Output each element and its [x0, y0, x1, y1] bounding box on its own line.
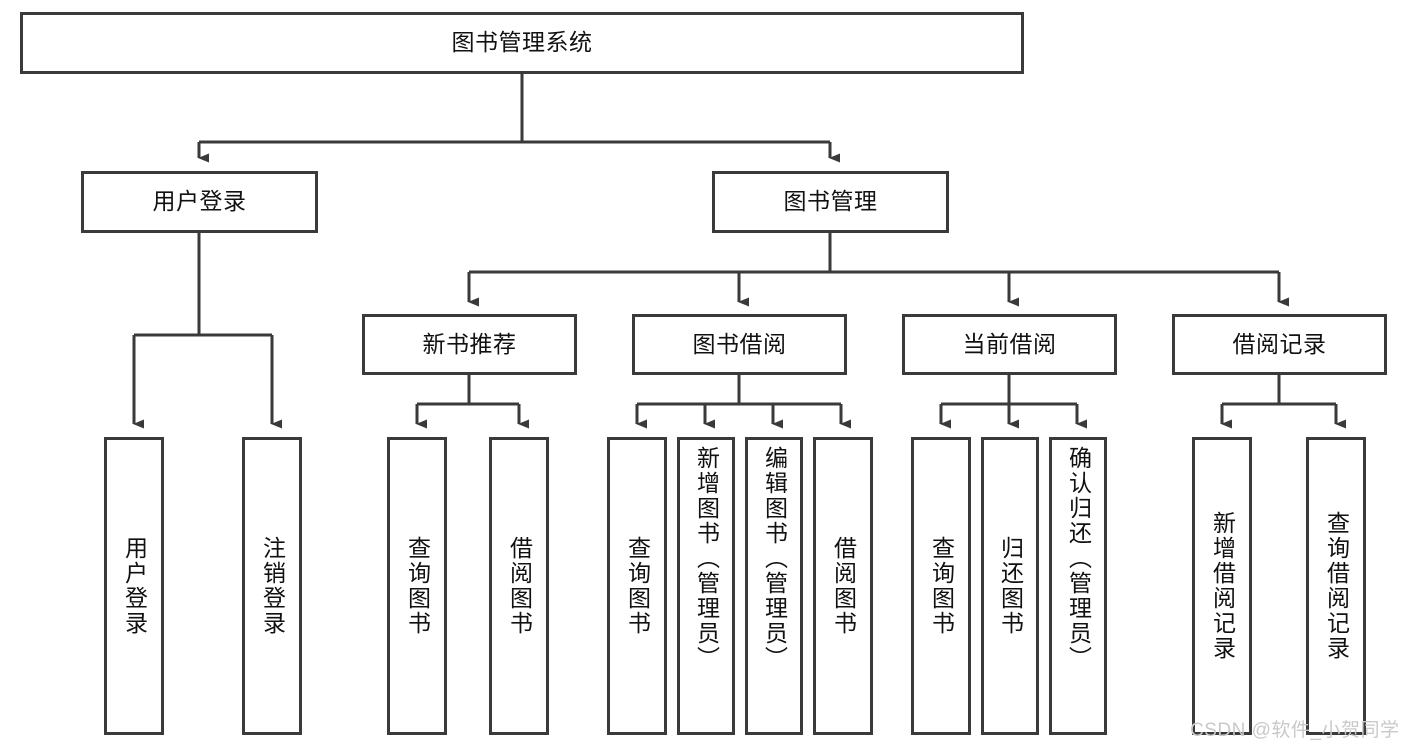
- node-label-leaf-add-record: 新增借阅记录: [1209, 511, 1236, 661]
- node-label-leaf-borrow-book-1: 借阅图书: [506, 536, 533, 636]
- node-leaf-borrow-book-2[interactable]: 借阅图书: [813, 437, 873, 735]
- node-label-new-book-recommend: 新书推荐: [422, 330, 517, 357]
- node-leaf-edit-book[interactable]: 编辑图书（管理员）: [745, 437, 803, 735]
- node-label-current-borrow: 当前借阅: [962, 330, 1057, 357]
- node-user-login[interactable]: 用户登录: [81, 171, 318, 233]
- node-book-borrow[interactable]: 图书借阅: [632, 314, 847, 375]
- node-label-root: 图书管理系统: [451, 29, 593, 56]
- node-label-leaf-query-record: 查询借阅记录: [1323, 511, 1350, 661]
- node-leaf-confirm-return[interactable]: 确认归还（管理员）: [1049, 437, 1107, 735]
- node-label-leaf-query-book-2: 查询图书: [624, 536, 651, 636]
- node-leaf-borrow-book-1[interactable]: 借阅图书: [489, 437, 549, 735]
- node-label-user-login: 用户登录: [152, 188, 247, 215]
- node-leaf-add-book[interactable]: 新增图书（管理员）: [677, 437, 735, 735]
- node-leaf-query-book-2[interactable]: 查询图书: [607, 437, 667, 735]
- node-leaf-add-record[interactable]: 新增借阅记录: [1192, 437, 1252, 735]
- node-label-leaf-edit-book: 编辑图书（管理员）: [761, 446, 788, 671]
- node-leaf-user-login[interactable]: 用户登录: [104, 437, 164, 735]
- node-label-leaf-user-login: 用户登录: [121, 536, 148, 636]
- node-borrow-record[interactable]: 借阅记录: [1172, 314, 1387, 375]
- node-book-management[interactable]: 图书管理: [712, 171, 949, 233]
- node-root-system[interactable]: 图书管理系统: [20, 12, 1024, 74]
- node-label-borrow-record: 借阅记录: [1232, 330, 1327, 357]
- node-leaf-query-book-1[interactable]: 查询图书: [387, 437, 447, 735]
- node-label-book-management: 图书管理: [783, 188, 878, 215]
- node-label-leaf-logout-login: 注销登录: [259, 536, 286, 636]
- node-current-borrow[interactable]: 当前借阅: [902, 314, 1117, 375]
- node-label-leaf-return-book: 归还图书: [997, 536, 1024, 636]
- node-label-leaf-query-book-3: 查询图书: [928, 536, 955, 636]
- node-new-book-recommend[interactable]: 新书推荐: [362, 314, 577, 375]
- node-label-leaf-borrow-book-2: 借阅图书: [830, 536, 857, 636]
- node-label-leaf-query-book-1: 查询图书: [404, 536, 431, 636]
- node-leaf-query-record[interactable]: 查询借阅记录: [1306, 437, 1366, 735]
- node-label-leaf-add-book: 新增图书（管理员）: [693, 446, 720, 671]
- node-label-leaf-confirm-return: 确认归还（管理员）: [1065, 446, 1092, 671]
- node-leaf-query-book-3[interactable]: 查询图书: [911, 437, 971, 735]
- node-leaf-logout-login[interactable]: 注销登录: [242, 437, 302, 735]
- node-label-book-borrow: 图书借阅: [692, 330, 787, 357]
- node-leaf-return-book[interactable]: 归还图书: [981, 437, 1039, 735]
